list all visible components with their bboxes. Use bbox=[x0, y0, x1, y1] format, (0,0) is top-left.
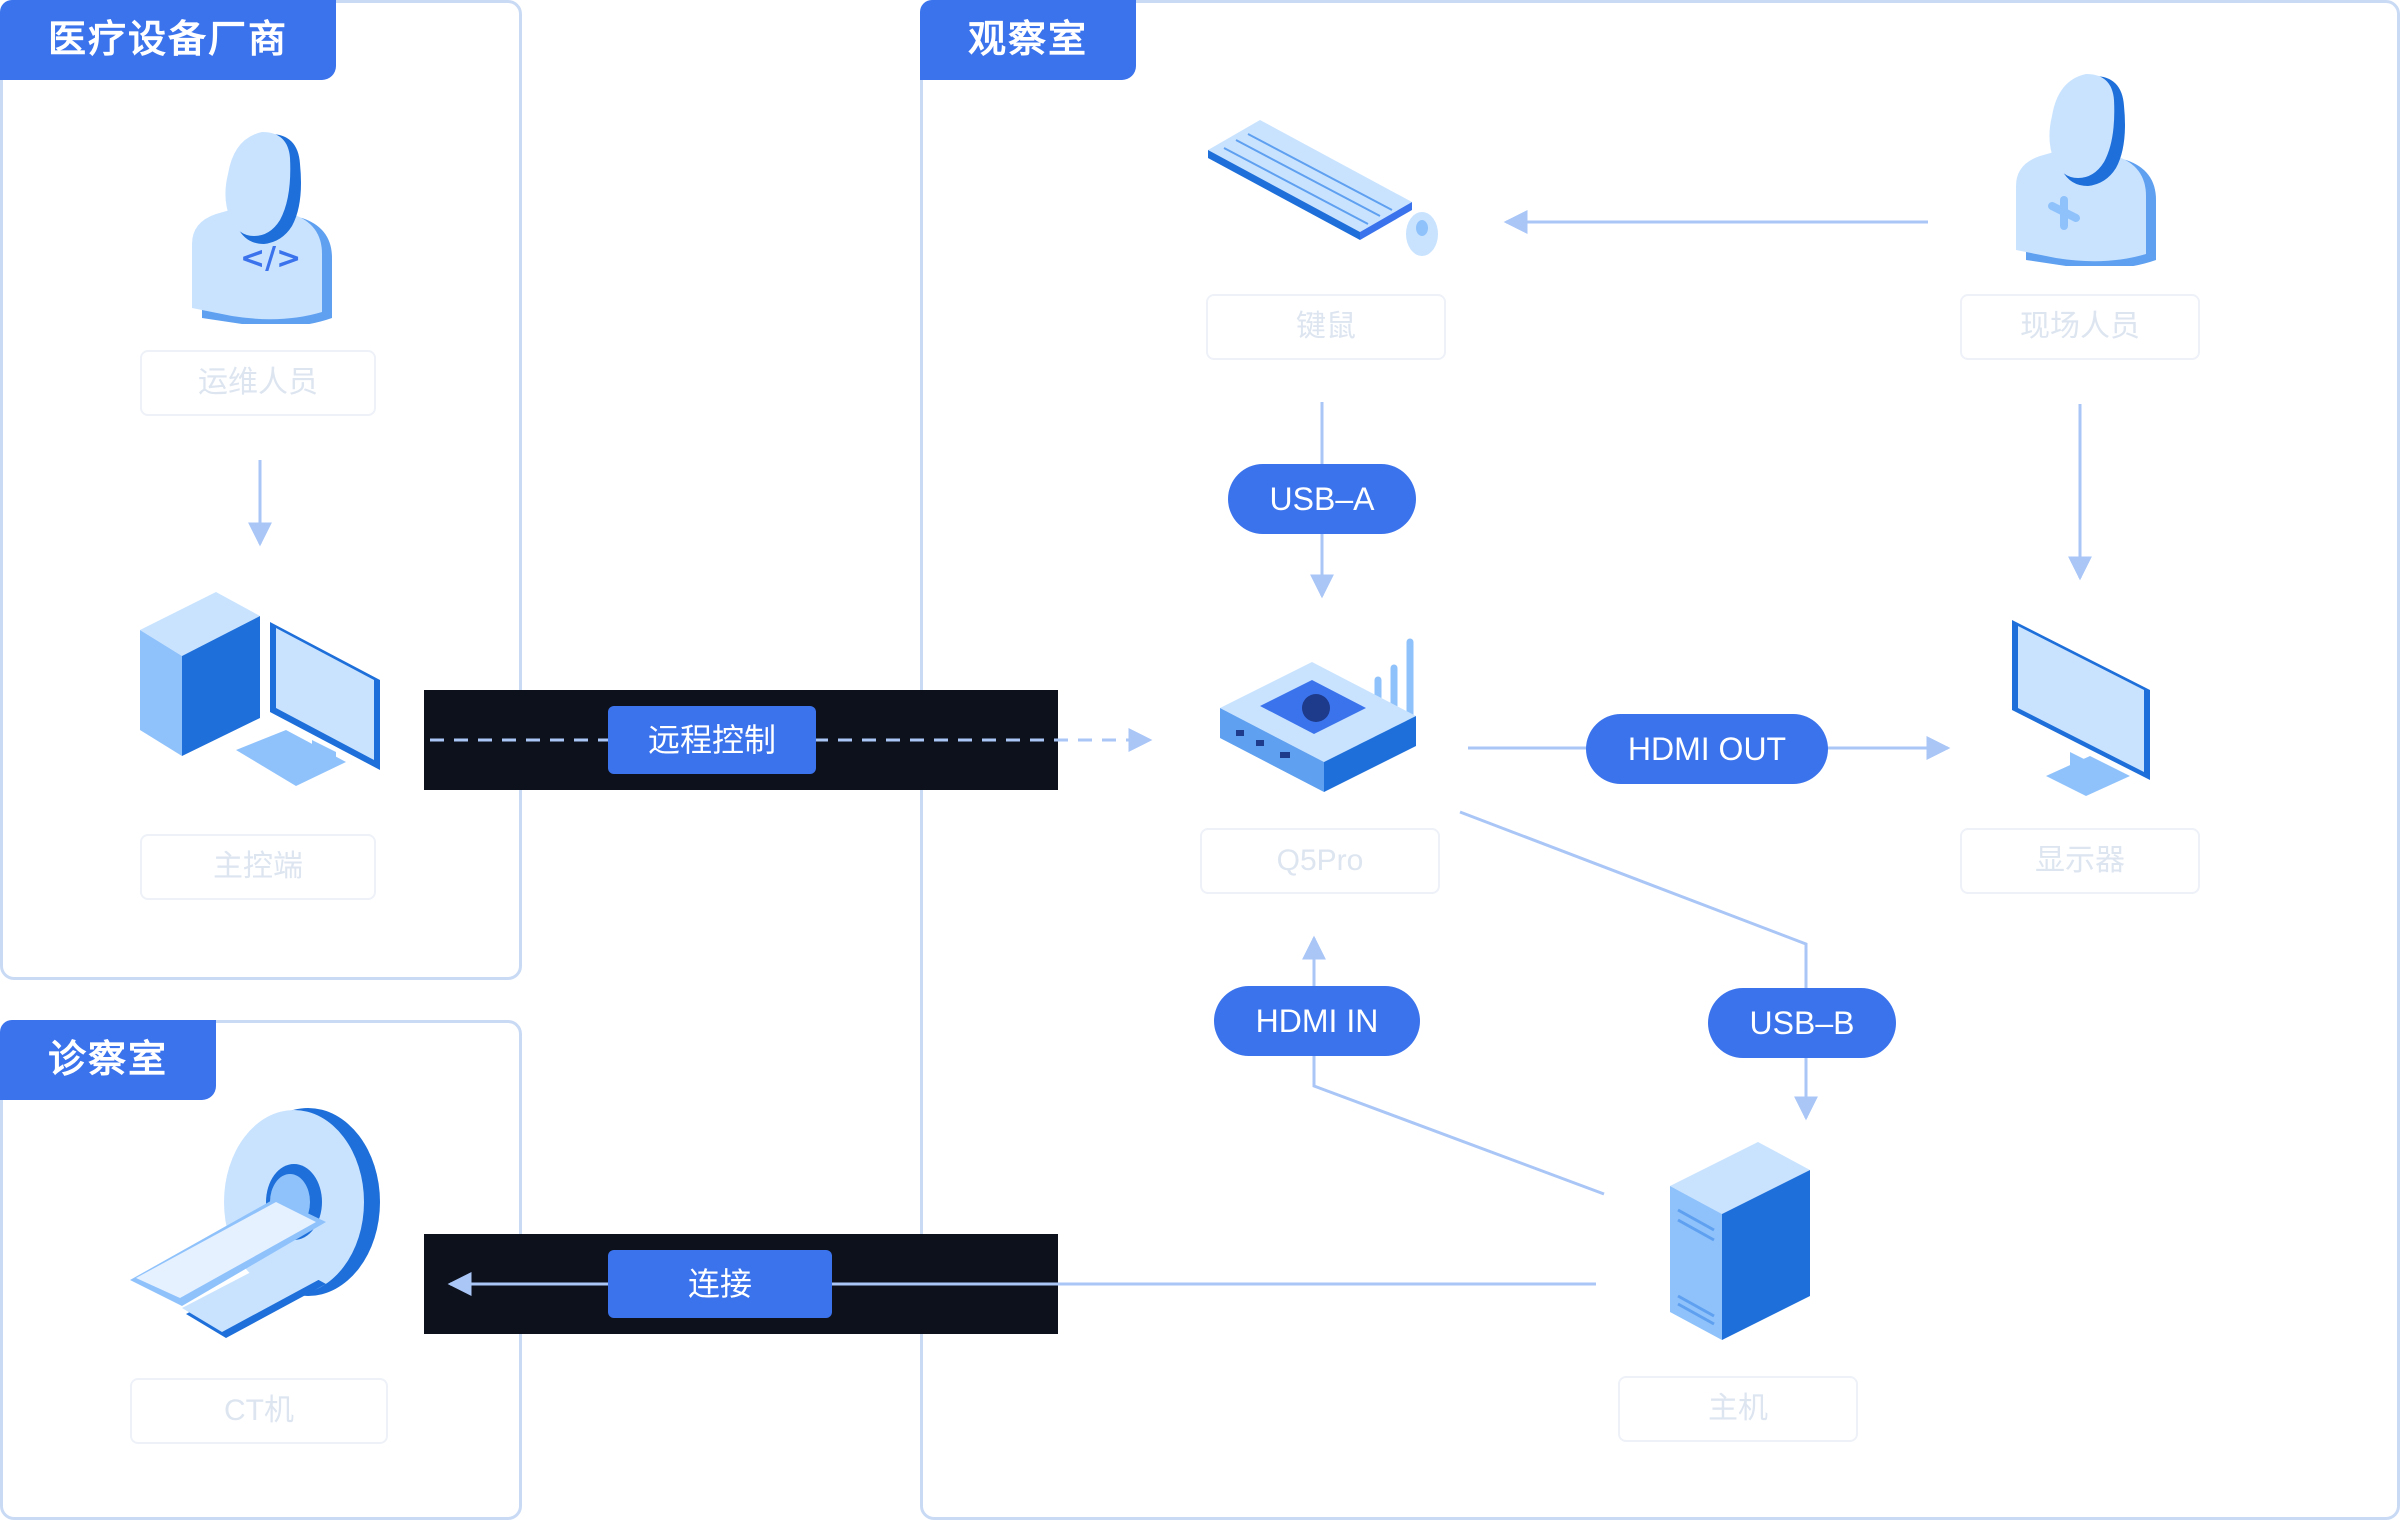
vendor-panel-title: 医疗设备厂商 bbox=[0, 0, 337, 80]
kvm-caption: 键鼠 bbox=[1206, 294, 1446, 360]
operator-person-icon: </> bbox=[192, 132, 332, 324]
q5pro-device-icon bbox=[1220, 638, 1416, 792]
remote-control-label: 远程控制 bbox=[608, 706, 816, 774]
ops-caption: 运维人员 bbox=[140, 350, 376, 416]
hdmi-out-pill: HDMI OUT bbox=[1586, 714, 1828, 784]
host-to-q5pro-line bbox=[1302, 935, 1605, 1196]
keyboard-mouse-icon bbox=[1208, 120, 1438, 256]
ct-scanner-icon bbox=[130, 1108, 380, 1338]
usb-a-pill: USB–A bbox=[1228, 464, 1416, 534]
staff-caption: 现场人员 bbox=[1960, 294, 2200, 360]
master-caption: 主控端 bbox=[140, 834, 376, 900]
observation-panel-title: 观察室 bbox=[920, 0, 1137, 80]
staff-person-icon bbox=[2016, 74, 2156, 266]
monitor-icon bbox=[2012, 620, 2150, 796]
q5pro-caption: Q5Pro bbox=[1200, 828, 1440, 894]
svg-text:</>: </> bbox=[240, 241, 301, 276]
connect-label: 连接 bbox=[608, 1250, 832, 1318]
host-caption: 主机 bbox=[1618, 1376, 1858, 1442]
usb-b-pill: USB–B bbox=[1708, 988, 1896, 1058]
master-pc-icon bbox=[140, 592, 380, 786]
q5pro-to-host-line bbox=[1459, 810, 1818, 1121]
hdmi-in-pill: HDMI IN bbox=[1214, 986, 1420, 1056]
host-tower-icon bbox=[1670, 1142, 1810, 1340]
monitor-caption: 显示器 bbox=[1960, 828, 2200, 894]
diagnosis-panel-title: 诊察室 bbox=[0, 1020, 217, 1100]
ct-caption: CT机 bbox=[130, 1378, 388, 1444]
